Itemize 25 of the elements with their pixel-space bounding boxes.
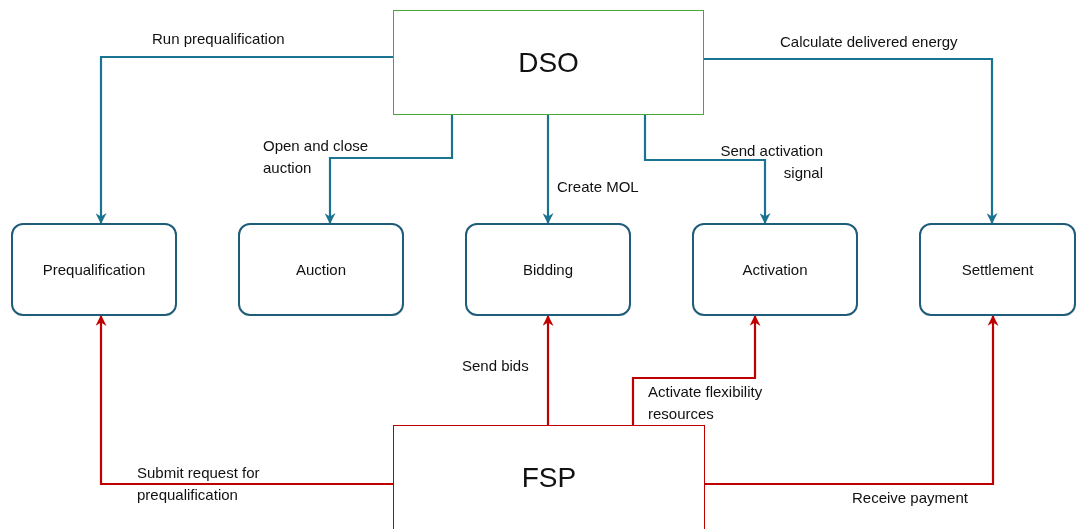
edge-label: Receive payment [852,488,968,508]
actor-box: DSO [393,10,704,115]
edge-label: Create MOL [557,177,639,197]
process-box: Auction [238,223,404,316]
edge-label: Send bids [462,356,529,376]
edge-label: Run prequalification [152,29,285,49]
arrow [643,115,771,225]
process-box: Prequalification [11,223,177,316]
arrow [705,314,999,486]
edge-label: Open and close auction [263,136,370,178]
edge-label: Activate flexibility resources [648,382,764,424]
arrow [324,115,454,225]
arrow [631,314,761,425]
edge-label: Send activation signal [719,141,823,183]
arrow [704,57,998,225]
process-box: Bidding [465,223,631,316]
actor-box: FSP [393,425,705,529]
arrow [95,55,393,225]
edge-label: Calculate delivered energy [780,32,958,52]
arrow [542,115,554,225]
arrow [542,314,554,425]
edge-label: Submit request for prequalification [137,463,261,505]
process-box: Activation [692,223,858,316]
arrow [95,314,393,486]
process-box: Settlement [919,223,1076,316]
